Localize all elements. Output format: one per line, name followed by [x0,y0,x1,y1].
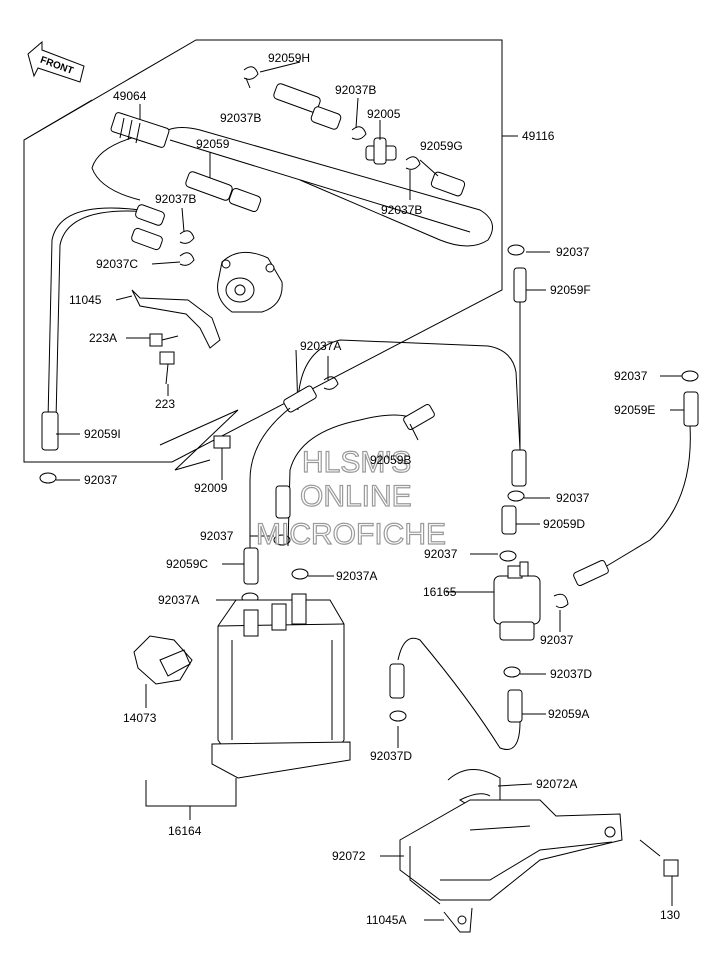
part-label: 92037 [200,529,234,543]
part-label: 130 [660,908,680,922]
hose-lower [397,637,521,750]
boundary-line [159,409,239,471]
part-labels: 49064 92059H 92037B 92037B 92005 92059 9… [69,51,680,927]
canister-16164 [211,593,351,779]
watermark-line: MICROFICHE [256,518,446,551]
hose-92059G [430,171,466,197]
bolt-92009 [213,435,231,470]
hose-92059A [507,689,523,723]
part-label: 92037A [300,339,341,353]
leader-lines [56,61,684,921]
hose-92059D [501,505,517,535]
hose-92059I [55,210,151,421]
part-label: 92037 [556,491,590,505]
boundary-line [23,99,93,141]
part-label: 92037C [96,257,138,271]
part-label: 92037B [335,83,376,97]
hose-92059B [287,414,417,547]
tray-bracket-92072 [399,799,623,933]
part-label: 92059I [84,427,121,441]
part-label: 92009 [194,481,228,495]
hose-end [573,559,609,587]
hose-92059C [243,547,259,585]
valve-assembly [217,251,283,313]
part-label: 49064 [113,89,147,103]
part-label: 92072A [536,777,577,791]
part-label: 223A [89,331,117,345]
watermark-line: ONLINE [300,480,412,513]
part-label: 16165 [423,585,457,599]
hose-end [283,385,317,413]
hose-end [389,663,405,699]
part-label: 92037D [550,667,592,681]
part-label: 92037 [556,245,590,259]
filter-16165 [493,561,541,641]
part-label: 92059E [614,403,655,417]
hose-92059F [513,267,527,303]
part-label: 92037B [220,111,261,125]
part-label: 92059F [550,283,591,297]
hose-end [275,485,291,519]
part-label: 92037 [84,473,118,487]
part-label: 92037 [614,369,648,383]
front-arrow [27,40,85,83]
hose-92059I [47,207,141,421]
t-joint-92005 [365,137,397,165]
part-label: 92059G [420,139,463,153]
hose-92059 [185,171,233,201]
part-label: 92072 [332,849,366,863]
hose-92059B-end [403,404,435,430]
bolt-223 [159,351,175,385]
part-label: 16164 [168,824,202,838]
part-label: 14073 [123,711,157,725]
hose-92059 [169,139,471,233]
clamp-icon [39,66,699,722]
part-label: 11045 [69,293,102,307]
hose-92059H-piece [310,106,342,130]
part-label: 223 [155,397,175,411]
part-label: 92037B [155,192,196,206]
hose-92059-piece [228,187,262,213]
hose-92059H [273,83,321,113]
hose-short [135,204,165,226]
bolt-223A [149,333,179,347]
bracket-11045 [131,289,221,349]
hose-end-92059I [41,411,59,451]
hose-92059E-line [599,425,691,571]
watermark: HLSM'S ONLINE MICROFICHE [255,445,446,551]
bolt-130 [639,839,679,877]
hose-short [131,227,163,251]
hose-end [511,449,527,487]
part-label: 11045A [366,913,406,927]
part-label: 92059B [370,453,411,467]
hose-92059 [167,127,493,247]
part-label: 92059 [196,137,230,151]
hose [249,407,291,550]
watermark-line: HLSM'S [302,446,411,479]
part-label: 92037B [381,203,422,217]
assembly-boundary [23,39,503,463]
part-label: 92059A [548,707,589,721]
part-label: 92059D [543,517,585,531]
part-label: 92059H [268,51,310,65]
part-label: 92037 [540,633,574,647]
part-label: 49116 [522,129,555,143]
connector-14073 [133,635,193,685]
hose-92037A [297,339,521,451]
hose-92059E [683,391,699,427]
part-label: 92037A [158,593,199,607]
part-label: 92059C [166,557,208,571]
part-label: 92037D [370,749,412,763]
part-label: 92037 [424,547,458,561]
part-label: 92037A [336,569,377,583]
part-label: 92005 [367,107,401,121]
